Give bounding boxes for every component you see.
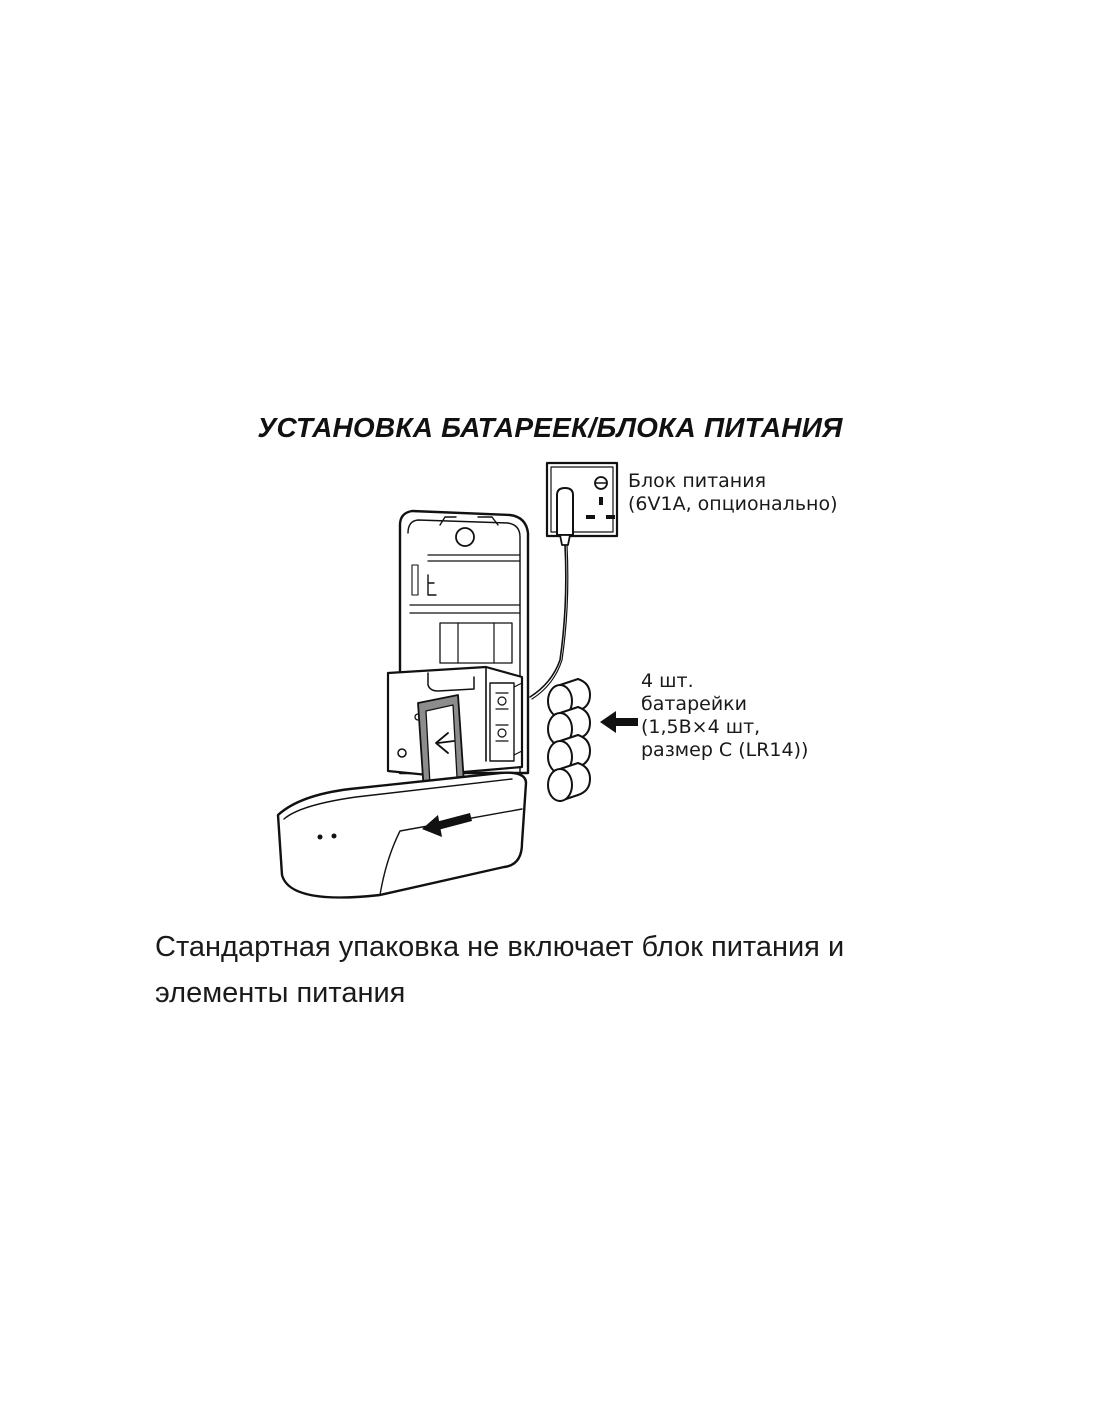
cover-slide-arrow-icon xyxy=(422,813,472,837)
power-supply-label: Блок питания xyxy=(628,470,767,492)
power-plug-icon xyxy=(556,487,574,546)
battery-compartment xyxy=(386,665,524,794)
package-contents-note: Стандартная упаковка не включает блок пи… xyxy=(155,931,845,1009)
power-cable xyxy=(529,544,569,700)
power-supply-callout: Блок питания (6V1A, опционально) xyxy=(628,470,837,516)
batteries-callout: 4 шт. батарейки (1,5В×4 шт, размер С (LR… xyxy=(641,670,808,762)
section-title: УСТАНОВКА БАТАРЕЕК/БЛОКА ПИТАНИЯ xyxy=(257,412,843,443)
batteries-count: 4 шт. xyxy=(641,670,694,692)
dispenser-battery-installation-diagram xyxy=(276,461,638,899)
dispenser-front-cover xyxy=(276,771,528,899)
batteries-label: батарейки xyxy=(641,693,747,715)
batteries-size: размер С (LR14)) xyxy=(641,739,809,761)
insert-arrow-icon xyxy=(600,711,638,733)
power-supply-spec: (6V1A, опционально) xyxy=(628,493,838,515)
batteries-voltage: (1,5В×4 шт, xyxy=(641,716,761,738)
c-batteries-icon xyxy=(547,678,591,802)
